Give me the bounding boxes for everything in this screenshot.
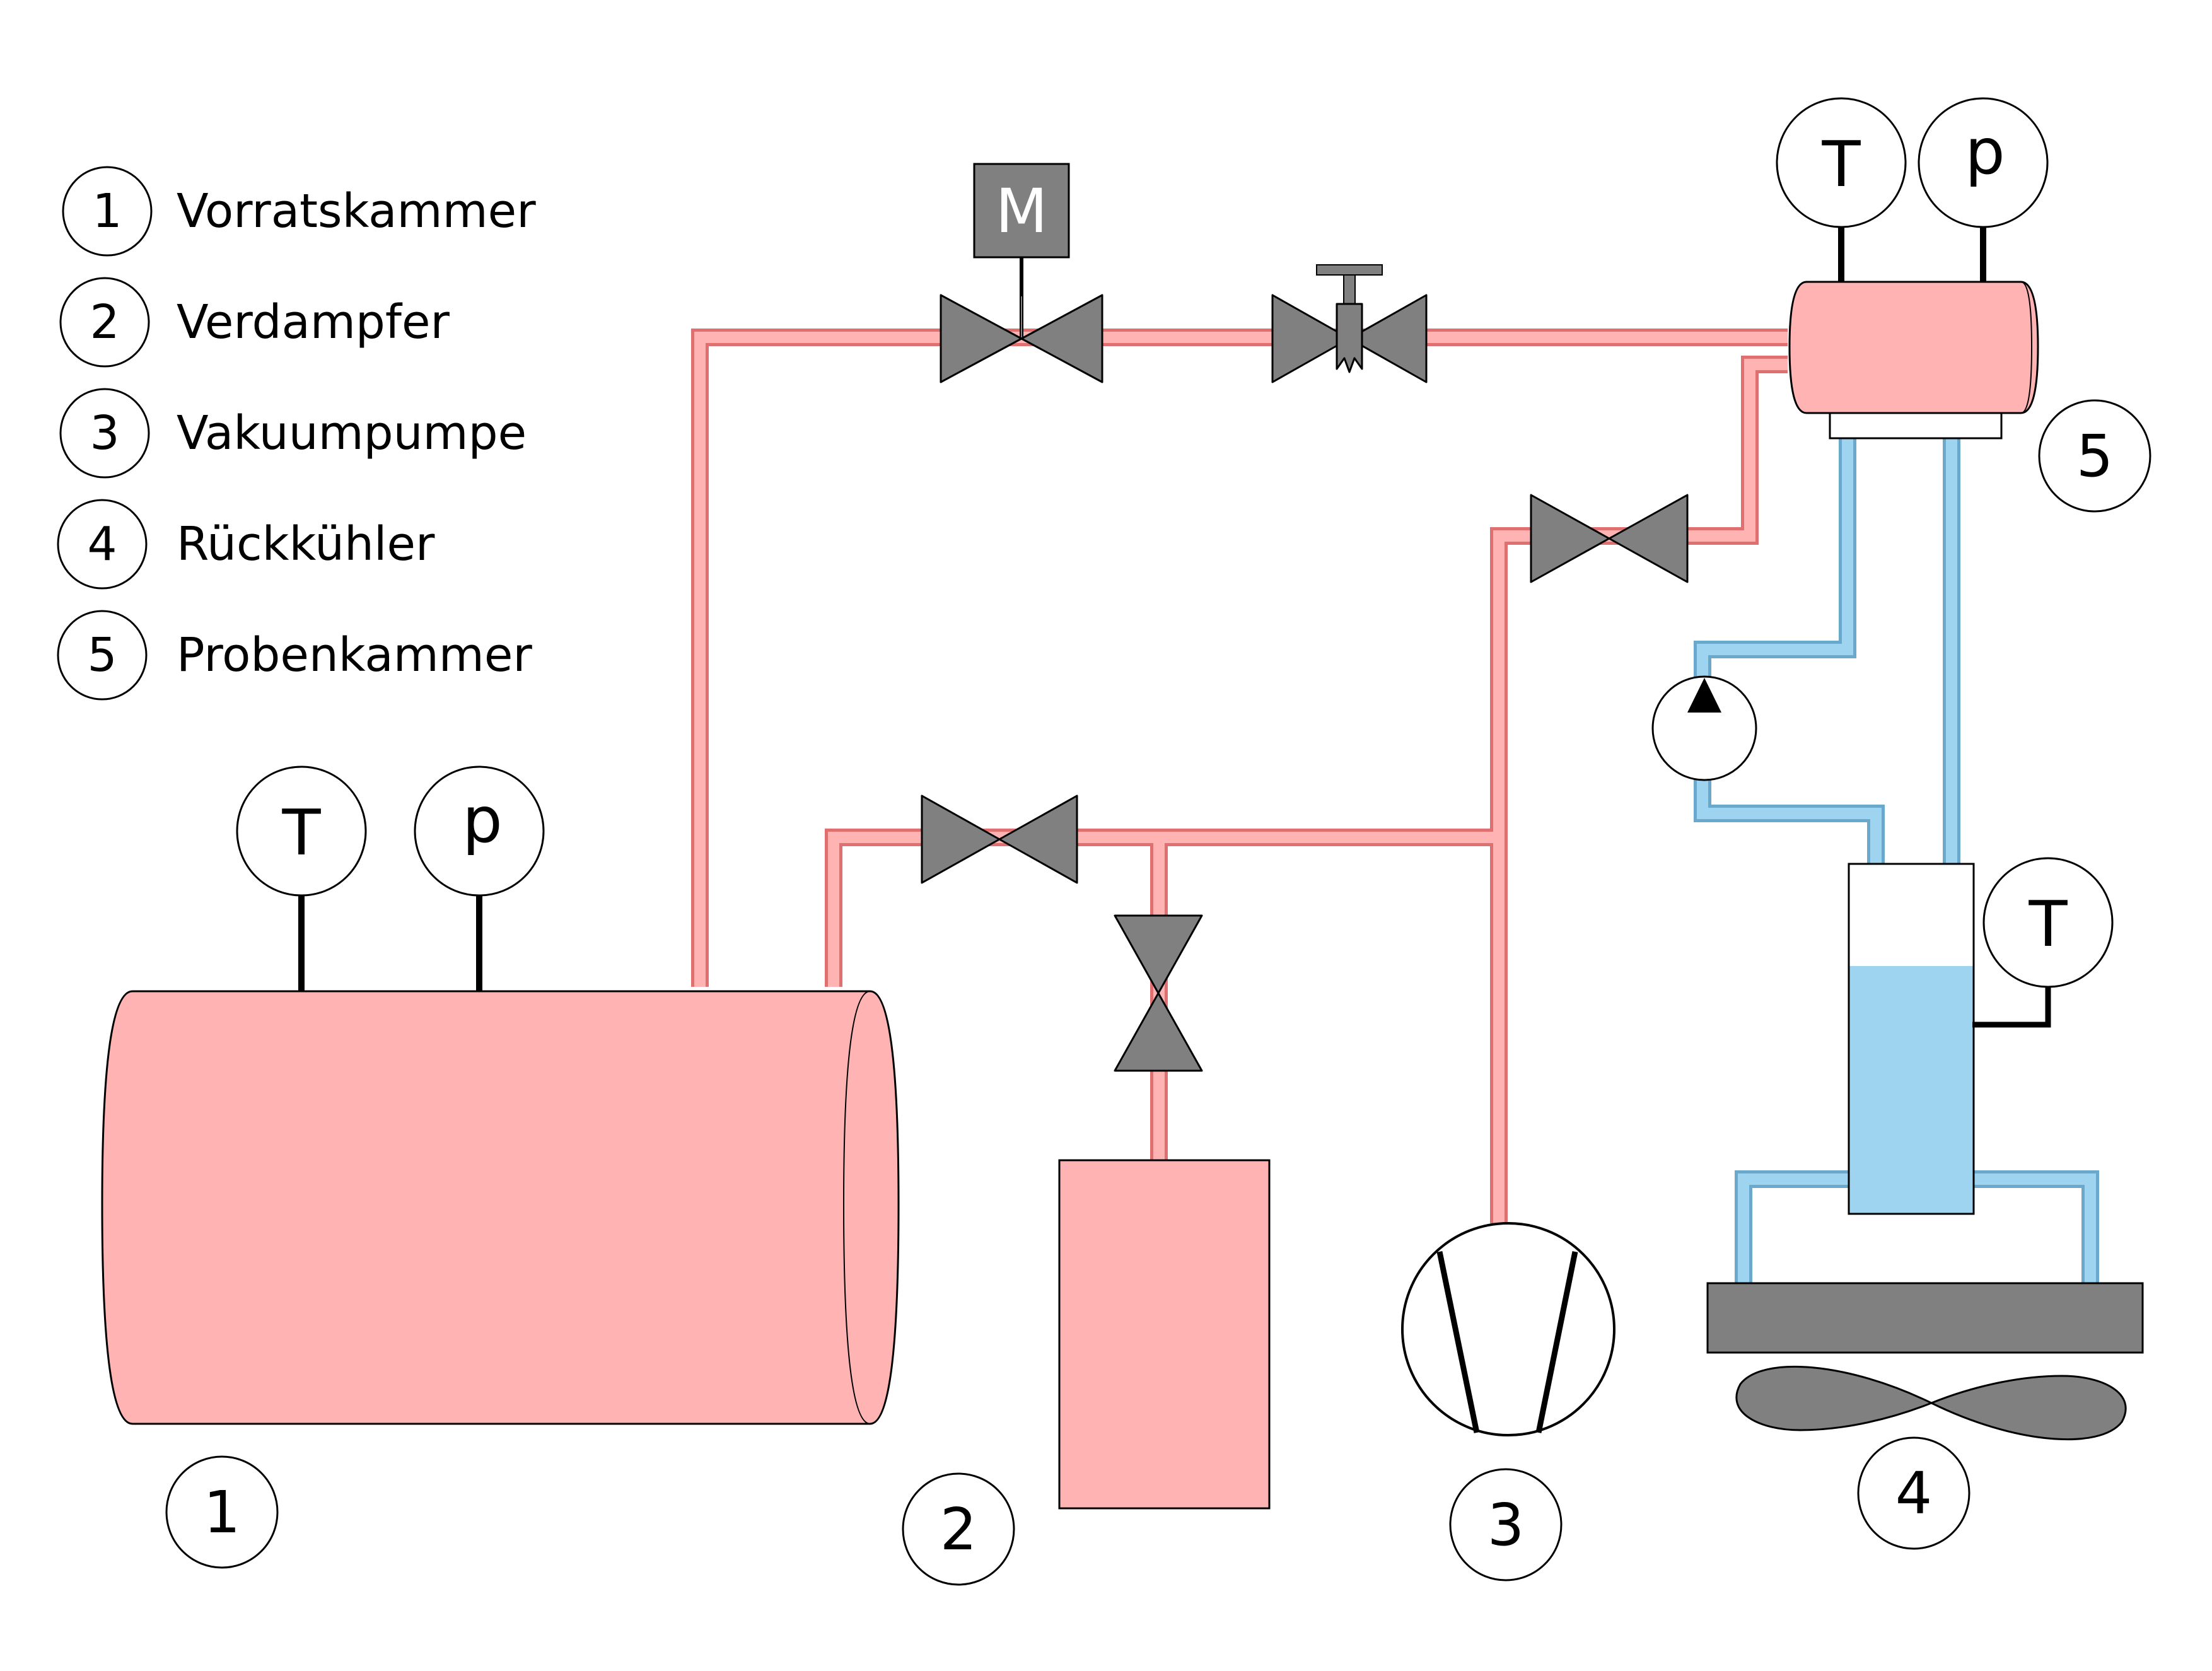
valve-icon — [1530, 494, 1689, 583]
legend-number-4: 4 — [87, 517, 117, 571]
svg-text:3: 3 — [1487, 1491, 1525, 1559]
evaporator — [1058, 1159, 1271, 1510]
storage-temperature-gauge: T — [236, 766, 367, 897]
sample-pressure-label: p — [1965, 115, 2005, 189]
legend-item-4: 4 Rückkühler — [57, 499, 435, 590]
storage-pressure-label: p — [462, 783, 502, 857]
coolant-pipes — [1694, 435, 2099, 1283]
svg-text:2: 2 — [940, 1496, 977, 1563]
sample-chamber-number: 5 — [2038, 399, 2151, 513]
valve-icon — [1114, 914, 1203, 1072]
needle-icon — [1336, 303, 1363, 373]
svg-text:4: 4 — [1895, 1460, 1933, 1527]
pump-direction-icon — [1687, 678, 1721, 713]
recooler — [1706, 863, 2144, 1441]
motor-valve: M — [940, 163, 1103, 383]
legend-number-1: 1 — [92, 184, 122, 238]
recooler-temperature-gauge: T — [1982, 857, 2114, 988]
valve-icon — [921, 795, 1078, 884]
recooler-number: 4 — [1857, 1436, 1970, 1550]
vacuum-pump-number: 3 — [1449, 1468, 1563, 1581]
legend-number-5: 5 — [87, 628, 117, 682]
evaporator-number: 2 — [902, 1472, 1015, 1586]
svg-text:5: 5 — [2076, 422, 2114, 490]
legend-item-5: 5 Probenkammer — [57, 610, 532, 701]
legend-item-2: 2 Verdampfer — [59, 277, 450, 368]
storage-number: 1 — [165, 1455, 279, 1569]
recooler-temperature-label: T — [2028, 887, 2068, 961]
storage-outlet-valve — [921, 795, 1078, 884]
evaporator-valve — [1114, 914, 1203, 1072]
legend-label-5: Probenkammer — [177, 628, 532, 682]
legend: 1 Vorratskammer 2 Verdampfer 3 Vakuumpum… — [57, 166, 536, 701]
legend-label-4: Rückkühler — [177, 517, 435, 571]
circulation-pump — [1651, 675, 1757, 781]
motor-label: M — [996, 176, 1048, 247]
storage-chamber — [101, 895, 900, 1425]
legend-item-1: 1 Vorratskammer — [62, 166, 536, 257]
vacuum-pump — [1401, 1222, 1615, 1436]
legend-label-1: Vorratskammer — [177, 184, 536, 238]
legend-label-3: Vakuumpumpe — [177, 406, 527, 460]
needle-valve — [1271, 264, 1428, 383]
svg-text:1: 1 — [204, 1479, 241, 1546]
motor-actuator — [973, 163, 1070, 259]
valve-icon — [940, 294, 1103, 383]
fan-icon — [1735, 1365, 2127, 1441]
sample-chamber — [1788, 226, 2039, 440]
storage-temperature-label: T — [281, 796, 321, 870]
sample-pressure-gauge: p — [1918, 97, 2049, 228]
legend-number-3: 3 — [90, 406, 119, 460]
storage-pressure-gauge: p — [414, 766, 545, 897]
sample-temperature-label: T — [1821, 127, 1861, 201]
sample-temperature-gauge: T — [1776, 97, 1907, 228]
legend-item-3: 3 Vakuumpumpe — [59, 388, 527, 479]
legend-number-2: 2 — [90, 295, 119, 349]
legend-label-2: Verdampfer — [177, 295, 450, 349]
sample-inlet-valve — [1530, 494, 1689, 583]
